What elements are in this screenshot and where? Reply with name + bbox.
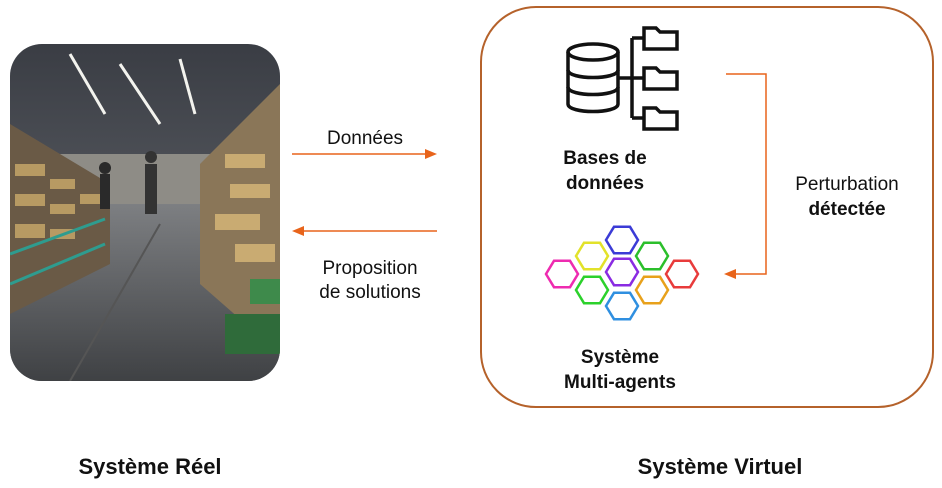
disturbance-label-line2: détectée [808, 199, 886, 220]
real-system-title: Système Réel [78, 454, 222, 479]
virtual-system-title: Système Virtuel [637, 454, 803, 479]
virtual-system-box [480, 6, 934, 408]
multi-agent-label-line1: Système [580, 347, 660, 368]
disturbance-label-line1: Perturbation [795, 174, 899, 195]
warehouse-photo [10, 44, 280, 381]
solution-flow-label: Proposition de solutions [295, 257, 445, 305]
multi-agent-label-line2: Multi-agents [564, 372, 676, 393]
database-label-line1: Bases de [563, 148, 647, 169]
database-label: Bases de données [540, 146, 670, 196]
solution-label-line2: de solutions [319, 282, 421, 303]
database-label-line2: données [565, 173, 645, 194]
solution-arrow [292, 226, 437, 236]
disturbance-label: Perturbation détectée [772, 172, 922, 222]
multi-agent-label: Système Multi-agents [540, 345, 700, 395]
solution-label-line1: Proposition [322, 258, 418, 279]
data-flow-label: Données [326, 128, 404, 149]
